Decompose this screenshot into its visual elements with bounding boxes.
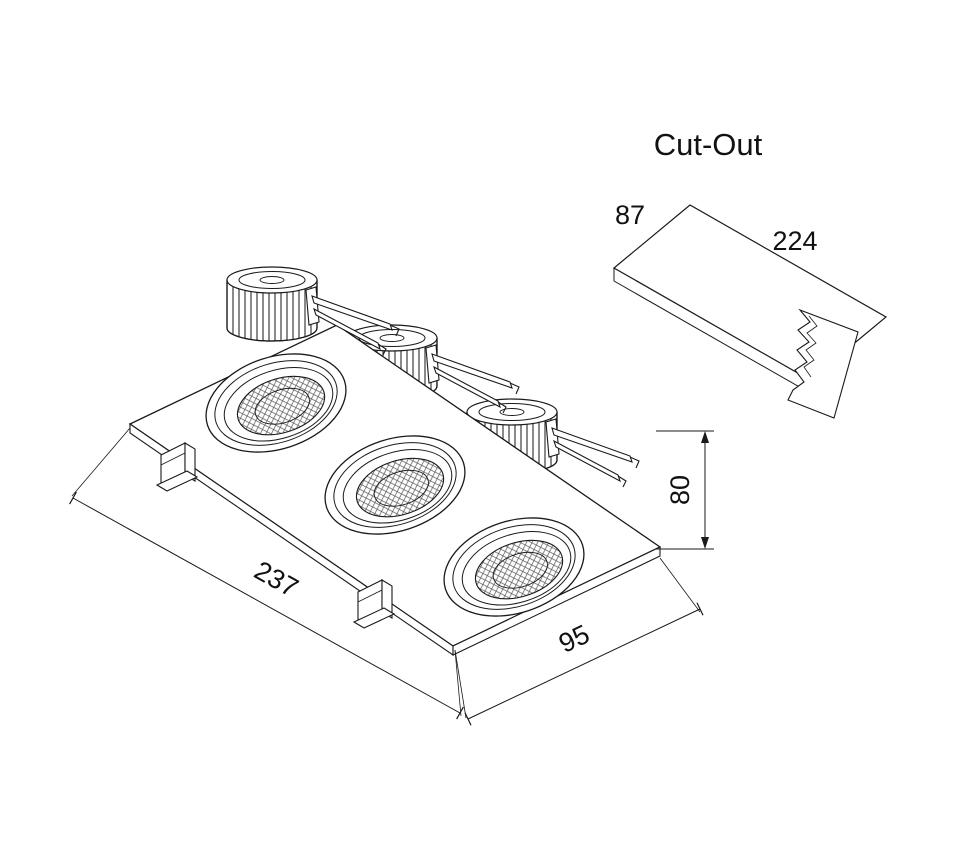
dim-length-label: 237: [249, 555, 303, 603]
cutout-width-label: 87: [615, 200, 645, 230]
fixture-isometric-view: [128, 266, 662, 657]
dim-tick: [464, 712, 472, 726]
cutout-title: Cut-Out: [654, 127, 763, 162]
arrow-up-icon: [701, 431, 709, 443]
dim-height-label: 80: [665, 475, 695, 505]
dim-tick: [69, 491, 77, 505]
dim-tick: [456, 706, 464, 720]
dimension-height: 80: [656, 430, 714, 550]
cutout-length-label: 224: [772, 226, 817, 256]
arrow-down-icon: [701, 537, 709, 549]
dim-width-label: 95: [554, 619, 594, 659]
torn-ceiling-edge: [787, 308, 859, 419]
dim-tick: [696, 602, 704, 616]
cutout-diagram: Cut-Out 87 224: [612, 127, 888, 419]
heatsink-1: [226, 266, 318, 342]
spring-clip-3: [545, 418, 640, 488]
